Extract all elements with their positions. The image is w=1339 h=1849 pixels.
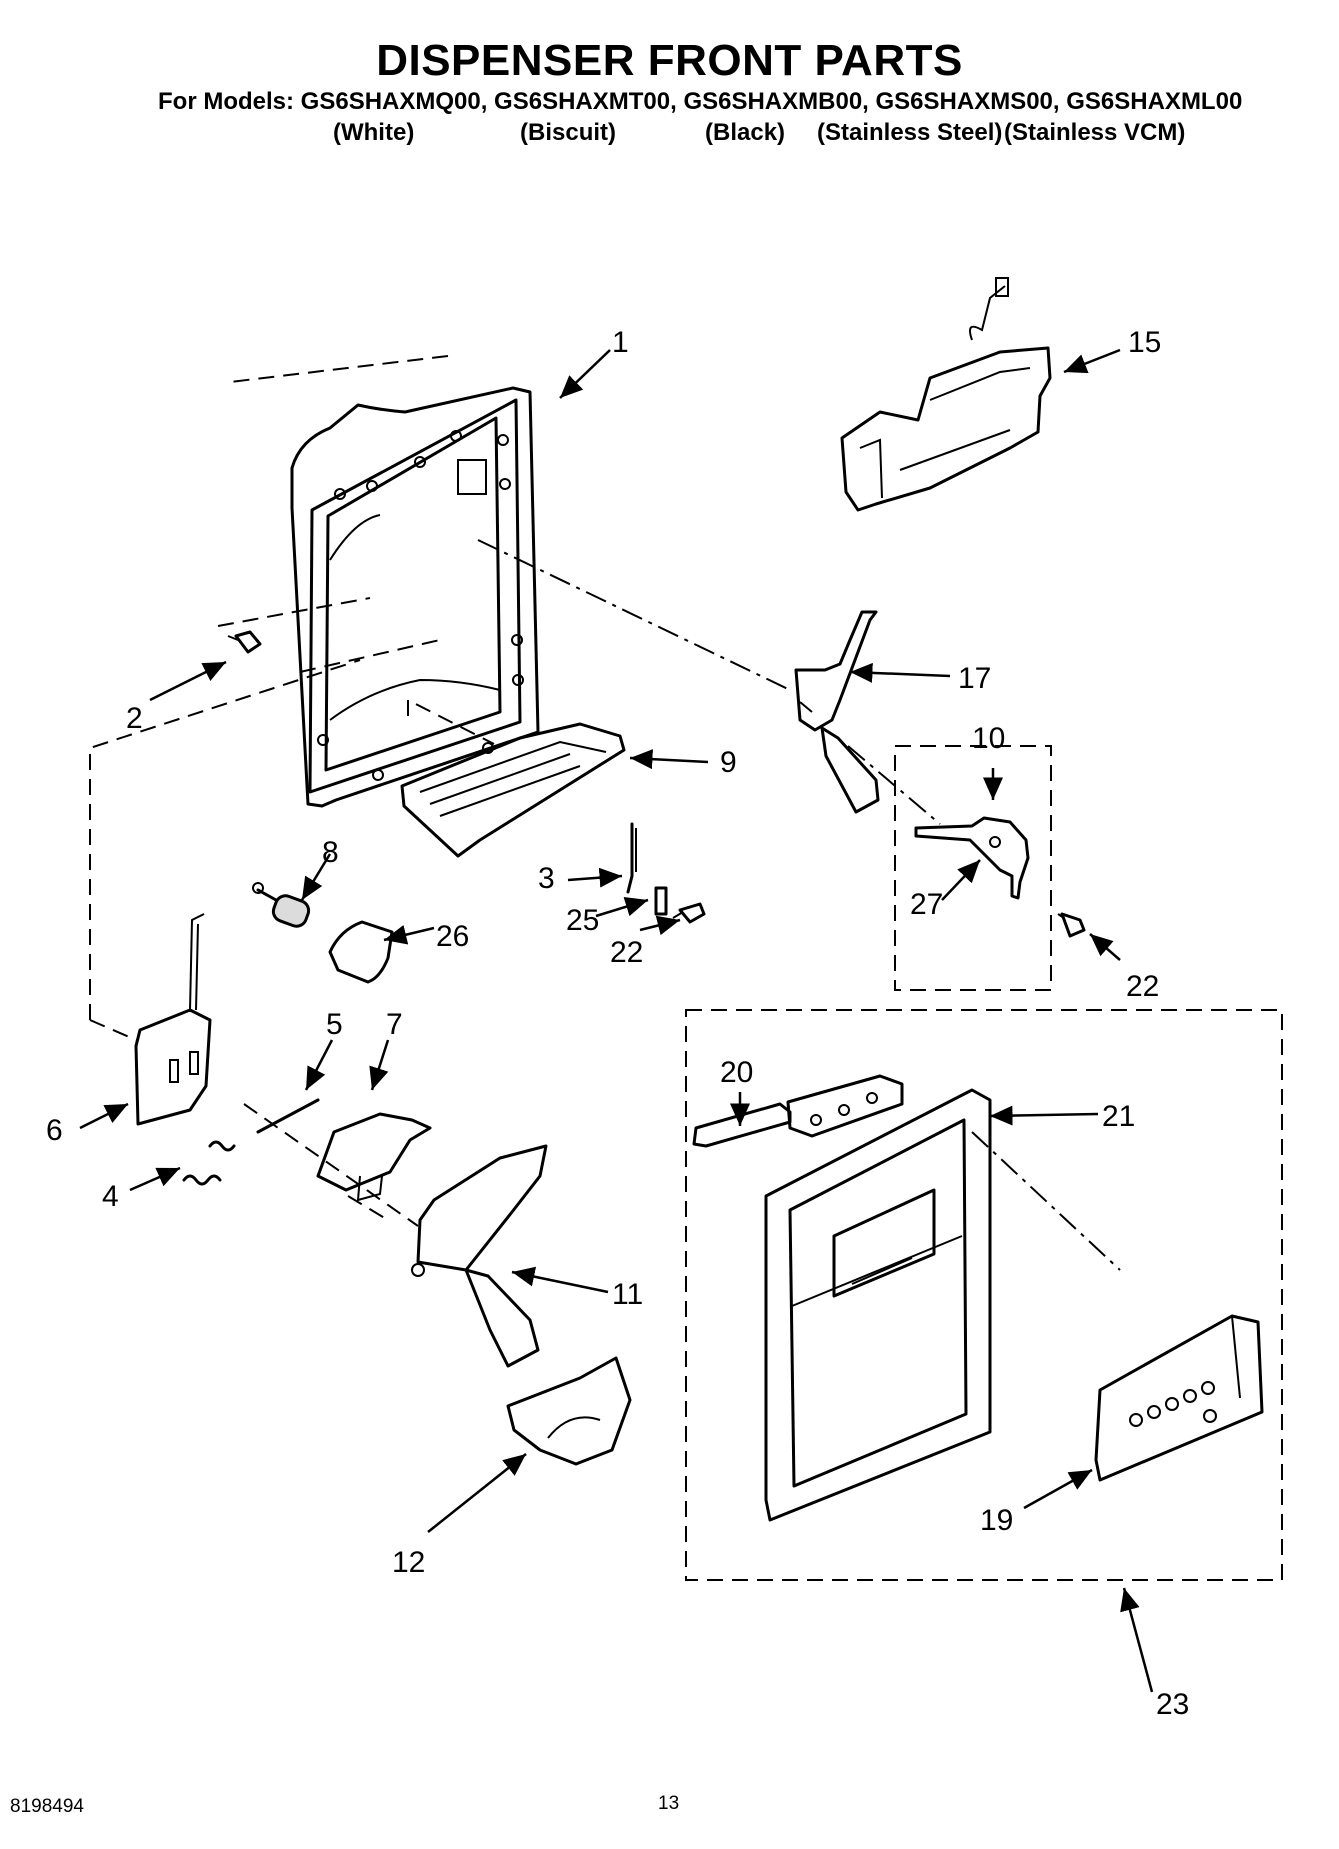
part-22-screw-b bbox=[1057, 912, 1086, 938]
part-1-dispenser-housing bbox=[290, 386, 540, 808]
callout-9: 9 bbox=[720, 746, 737, 779]
document-number: 8198494 bbox=[10, 1796, 84, 1817]
callout-3: 3 bbox=[538, 862, 555, 895]
callout-10: 10 bbox=[972, 722, 1005, 755]
variant-white: (White) bbox=[333, 119, 415, 146]
callout-23: 23 bbox=[1156, 1688, 1189, 1721]
page-title: DISPENSER FRONT PARTS bbox=[376, 36, 963, 85]
variant-biscuit: (Biscuit) bbox=[520, 119, 616, 146]
callout-4: 4 bbox=[102, 1180, 119, 1213]
callout-2: 2 bbox=[126, 702, 143, 735]
callout-12: 12 bbox=[392, 1546, 425, 1579]
part-6-switch-box bbox=[134, 913, 212, 1126]
group-23-outline bbox=[685, 1009, 1283, 1581]
part-2-screw bbox=[227, 630, 262, 654]
callout-5: 5 bbox=[326, 1008, 343, 1041]
variant-stainless-steel: (Stainless Steel) bbox=[817, 119, 1003, 146]
part-19-control-panel bbox=[1094, 1314, 1264, 1482]
part-3-spring-clip bbox=[626, 822, 637, 894]
part-15-control-bracket bbox=[840, 277, 1052, 512]
callout-27: 27 bbox=[910, 888, 943, 921]
callout-26: 26 bbox=[436, 920, 469, 953]
variant-stainless-vcm: (Stainless VCM) bbox=[1004, 119, 1186, 146]
part-11-paddle bbox=[411, 1144, 548, 1368]
callout-20: 20 bbox=[720, 1056, 753, 1089]
models-line: For Models: GS6SHAXMQ00, GS6SHAXMT00, GS… bbox=[158, 88, 1243, 115]
callout-19: 19 bbox=[980, 1504, 1013, 1537]
part-4-springs bbox=[182, 1140, 236, 1186]
group-10-outline bbox=[894, 745, 1052, 991]
part-12-funnel bbox=[506, 1356, 632, 1466]
callout-11: 11 bbox=[612, 1278, 643, 1311]
callout-1: 1 bbox=[612, 326, 629, 359]
callout-17: 17 bbox=[958, 662, 991, 695]
callout-7: 7 bbox=[386, 1008, 403, 1041]
part-25-clip bbox=[654, 886, 668, 916]
part-9-drip-tray bbox=[400, 722, 626, 858]
callout-labels: 1 15 2 17 9 10 8 3 27 25 22 26 22 5 7 20… bbox=[46, 326, 1189, 1721]
part-26-cover bbox=[328, 920, 394, 984]
part-8-solenoid bbox=[252, 882, 311, 928]
part-20-switch-strip bbox=[692, 1074, 904, 1148]
callout-22-a: 22 bbox=[610, 936, 643, 969]
part-21-front-bezel bbox=[764, 1088, 992, 1522]
page-number: 13 bbox=[658, 1793, 680, 1814]
callout-15: 15 bbox=[1128, 326, 1161, 359]
part-17-actuator-lever bbox=[794, 610, 880, 814]
part-7-switch bbox=[316, 1112, 432, 1202]
part-27-lever-arm bbox=[914, 816, 1030, 900]
part-5-rod bbox=[256, 1098, 320, 1134]
leader-arrows bbox=[79, 348, 1154, 1693]
callout-25: 25 bbox=[566, 904, 599, 937]
variant-black: (Black) bbox=[705, 119, 786, 146]
callout-22-b: 22 bbox=[1126, 970, 1159, 1003]
assembly-lines bbox=[89, 355, 1121, 1271]
callout-21: 21 bbox=[1102, 1100, 1135, 1133]
callout-6: 6 bbox=[46, 1114, 63, 1147]
callout-8: 8 bbox=[322, 836, 339, 869]
